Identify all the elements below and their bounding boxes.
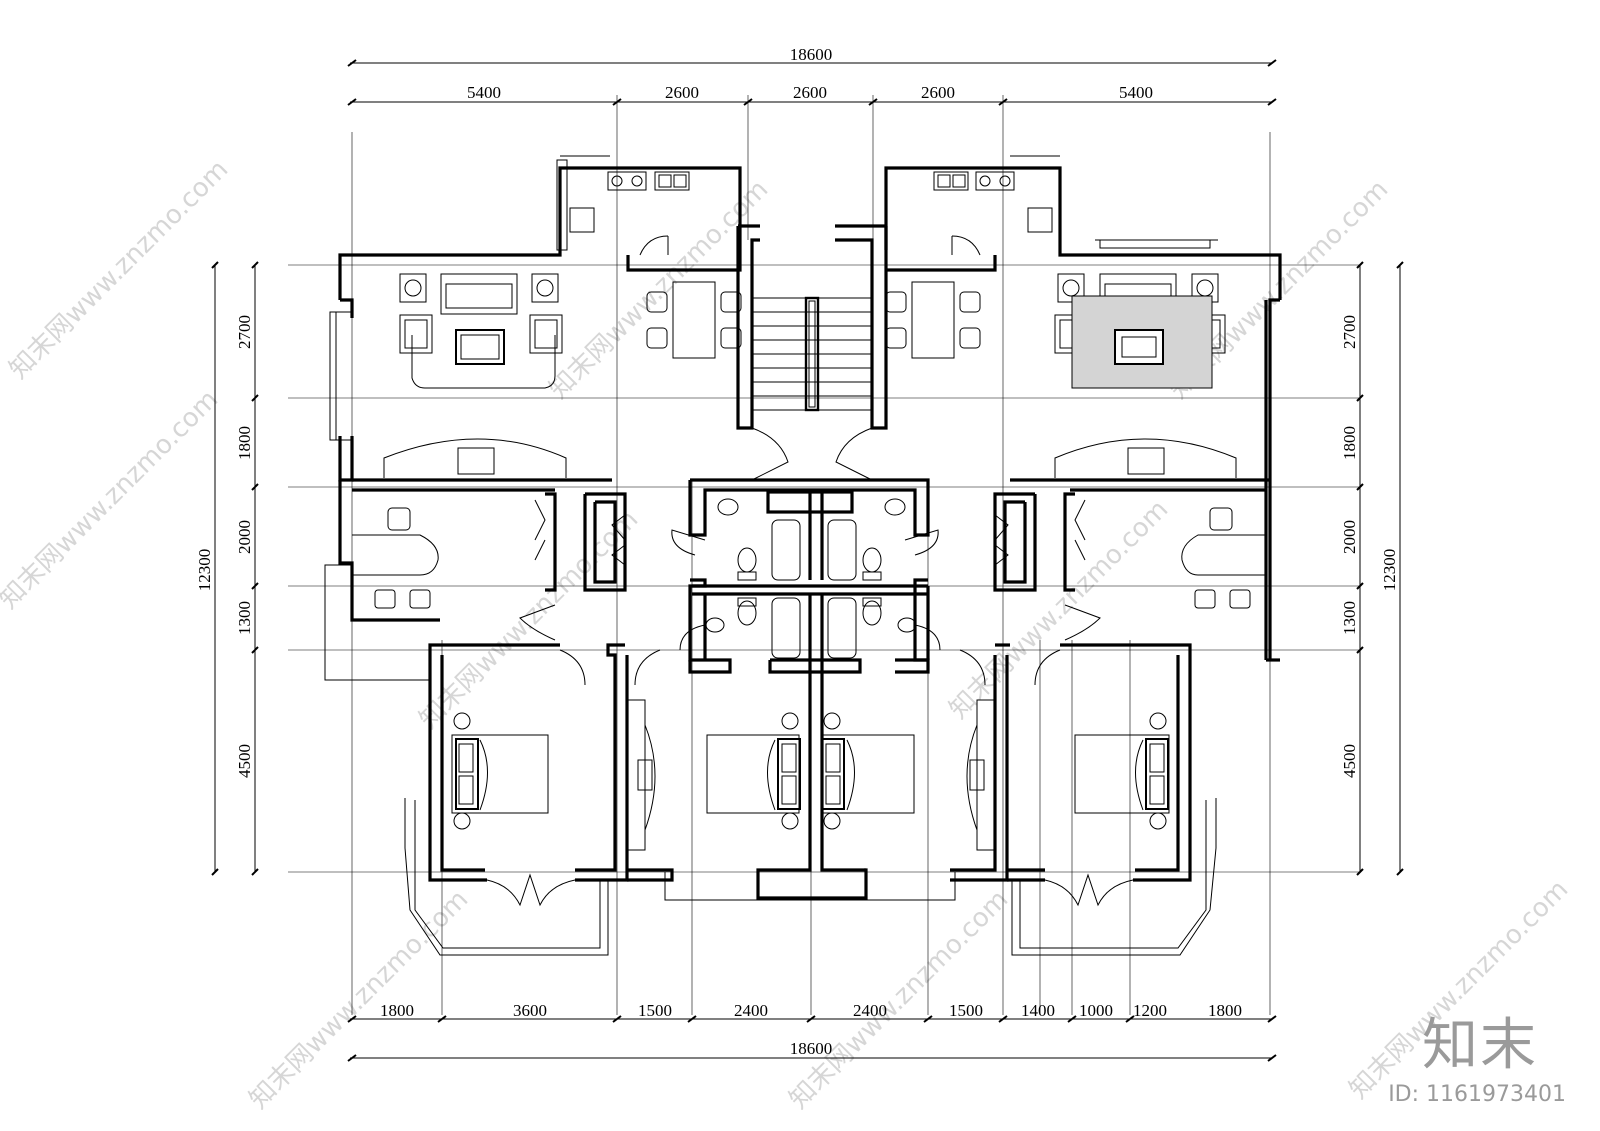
living-furniture: [383, 273, 1237, 478]
dim-top-seg: 5400: [1119, 83, 1153, 102]
watermark-text: 知末网www.znzmo.com: [944, 494, 1175, 725]
dim-left-total: 12300: [195, 549, 214, 592]
bedroom-furniture: [451, 699, 1170, 851]
balconies: [324, 155, 1218, 956]
walls: [338, 166, 1282, 900]
dim-bottom-seg: 1800: [1208, 1001, 1242, 1020]
dim-bottom-seg: 1500: [949, 1001, 983, 1020]
dim-bottom-seg: 1500: [638, 1001, 672, 1020]
dim-bottom-total: 18600: [790, 1039, 833, 1058]
dimension-labels: 18600 5400 2600 2600 2600 5400 1800 3600…: [195, 45, 1399, 1058]
dim-top-total: 18600: [790, 45, 833, 64]
carpet-pattern: [1071, 295, 1213, 389]
dim-top-seg: 5400: [467, 83, 501, 102]
study-furniture: [352, 507, 1266, 609]
dim-right-seg: 1800: [1340, 426, 1359, 460]
dim-bottom-seg: 2400: [853, 1001, 887, 1020]
bathroom-fixtures: [705, 498, 917, 659]
watermark-text: 知末网www.znzmo.com: [784, 884, 1015, 1115]
dim-bottom-seg: 1200: [1133, 1001, 1167, 1020]
dim-right-total: 12300: [1380, 549, 1399, 592]
brand-logo: 知末: [1422, 1013, 1538, 1078]
dining-tables: [646, 281, 981, 359]
dim-bottom-seg: 2400: [734, 1001, 768, 1020]
watermark-text: 知末网www.znzmo.com: [414, 504, 645, 735]
dim-top-seg: 2600: [665, 83, 699, 102]
door-swings: [486, 235, 1134, 907]
watermark-text: 知末网www.znzmo.com: [0, 384, 224, 615]
dim-bottom-seg: 1800: [380, 1001, 414, 1020]
dim-right-seg: 4500: [1340, 744, 1359, 778]
dim-left-seg: 1300: [235, 601, 254, 635]
dim-left-seg: 4500: [235, 744, 254, 778]
dim-bottom-seg: 1400: [1021, 1001, 1055, 1020]
dim-left-seg: 2700: [235, 315, 254, 349]
watermark-text: 知末网www.znzmo.com: [4, 154, 235, 385]
staircase: [752, 296, 872, 412]
dim-top-seg: 2600: [793, 83, 827, 102]
kitchen-fixtures: [569, 171, 1053, 233]
dim-top-seg: 2600: [921, 83, 955, 102]
dim-right-seg: 2000: [1340, 520, 1359, 554]
dimension-lines: [214, 62, 1401, 1059]
dim-bottom-seg: 1000: [1079, 1001, 1113, 1020]
dimension-ticks: [211, 59, 1404, 1062]
dim-right-seg: 2700: [1340, 315, 1359, 349]
dim-left-seg: 1800: [235, 426, 254, 460]
dim-bottom-seg: 3600: [513, 1001, 547, 1020]
image-id-label: ID: 1161973401: [1388, 1082, 1566, 1107]
watermark-text: 知末网www.znzmo.com: [244, 884, 475, 1115]
dim-right-seg: 1300: [1340, 601, 1359, 635]
axis-grid-lines: [288, 95, 1360, 1015]
dim-left-seg: 2000: [235, 520, 254, 554]
